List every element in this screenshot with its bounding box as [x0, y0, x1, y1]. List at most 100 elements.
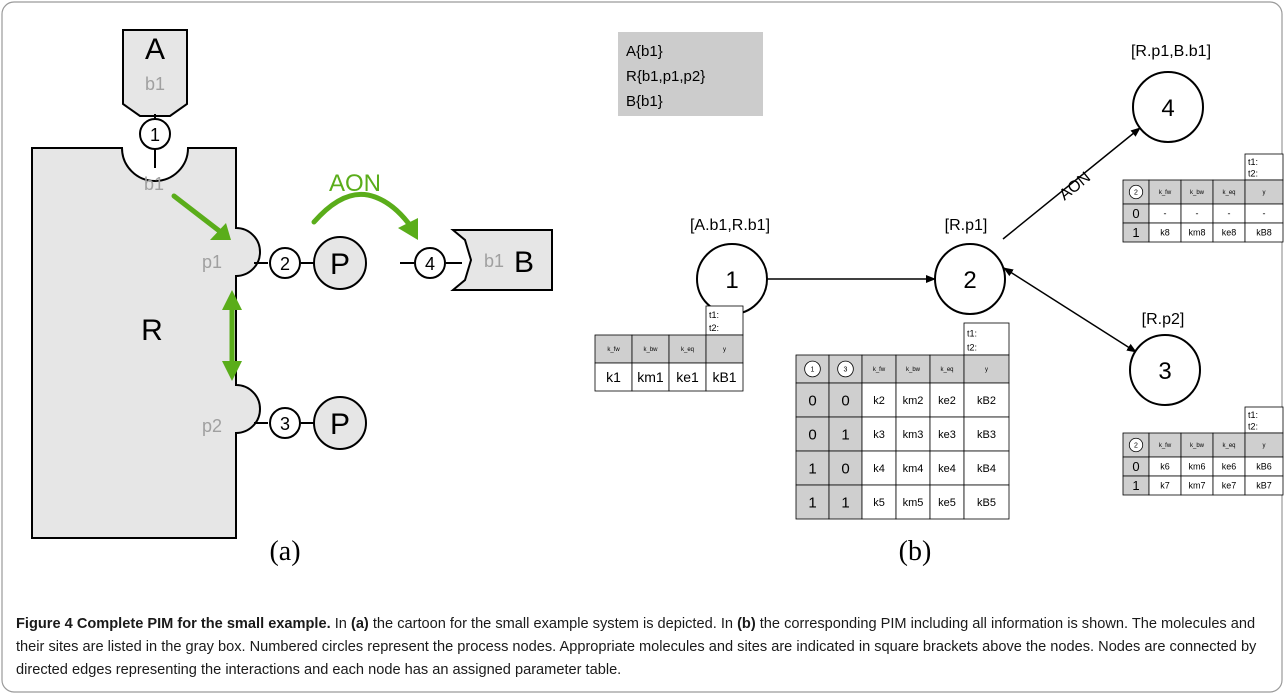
phosphate-p-lower-label: P: [330, 408, 350, 441]
param-value: ke7: [1222, 481, 1237, 491]
process-node-3-label: 3: [1158, 358, 1171, 385]
panel-a-label: (a): [269, 536, 300, 567]
param-value: kB2: [977, 395, 996, 407]
param-value: ke6: [1222, 462, 1237, 472]
process-node-3-circle: [1129, 334, 1201, 406]
cond-value: 1: [808, 494, 816, 511]
cond-node-circle: [804, 360, 821, 378]
molecule-list-item: R{b1,p1,p2}: [626, 68, 705, 85]
site-a-b1-label: b1: [145, 74, 165, 94]
cond-value: 0: [808, 426, 816, 443]
cond-node-label: 1: [811, 367, 815, 374]
param-value: ke3: [938, 429, 956, 441]
molecule-list-item: B{b1}: [626, 93, 663, 110]
param-value: ke4: [938, 463, 956, 475]
cond-value: 0: [1132, 459, 1139, 474]
caption-ref-b: (b): [737, 616, 756, 632]
param-header: k_bw: [1190, 443, 1205, 449]
cartoon-node-3-circle: [269, 407, 301, 439]
param-value: k3: [873, 429, 885, 441]
edge-2-to-3: [1003, 267, 1137, 353]
cond-node-label: 3: [844, 367, 848, 374]
time-label: t1:: [1248, 157, 1258, 167]
param-header: y: [985, 367, 988, 373]
param-value: k2: [873, 395, 885, 407]
param-value: km2: [903, 395, 924, 407]
cond-value: 0: [841, 392, 849, 409]
cartoon-node-4-circle: [414, 247, 446, 279]
cond-value: 1: [841, 426, 849, 443]
param-header: k_fw: [1159, 190, 1172, 196]
time-label: t1:: [1248, 410, 1258, 420]
cond-node-circle: [1128, 184, 1144, 200]
figure-caption: Figure 4 Complete PIM for the small exam…: [16, 613, 1266, 682]
panel-a-cartoon: A b1 R B b1 b1 p1 p2 1 2 P 4 3 P: [31, 29, 553, 567]
param-value: km7: [1188, 481, 1205, 491]
param-header: k_eq: [681, 347, 694, 353]
molecule-b-shape: [450, 229, 553, 291]
process-node-2-sites: [R.p1]: [945, 217, 988, 234]
cond-node-label: 2: [1134, 443, 1138, 450]
process-node-2-circle: [934, 243, 1006, 315]
caption-text: In: [330, 616, 351, 632]
phosphate-p-upper-label: P: [330, 248, 350, 281]
param-value: k6: [1160, 462, 1170, 472]
param-value: ke2: [938, 395, 956, 407]
site-b-b1-label: b1: [484, 251, 504, 271]
molecule-list-box: A{b1} R{b1,p1,p2} B{b1}: [618, 32, 763, 116]
param-header: k_eq: [1222, 443, 1235, 449]
param-value: km6: [1188, 462, 1205, 472]
time-label: t2:: [1248, 168, 1258, 178]
param-header: k_fw: [1159, 443, 1172, 449]
molecule-list-item: A{b1}: [626, 43, 663, 60]
time-label: t2:: [967, 343, 977, 353]
edge-2-to-4-aon: [1002, 127, 1141, 240]
phosphate-p-lower-circle: [313, 396, 367, 450]
param-value: kB1: [712, 369, 736, 385]
param-header: k_eq: [1222, 190, 1235, 196]
param-header: y: [1263, 443, 1266, 449]
cond-value: 1: [1132, 478, 1139, 493]
caption-text: the cartoon for the small example system…: [368, 616, 738, 632]
cond-value: 0: [841, 460, 849, 477]
param-value: kB4: [977, 463, 996, 475]
param-value: km5: [903, 497, 924, 509]
param-value: ke5: [938, 497, 956, 509]
param-value: ke8: [1222, 228, 1237, 238]
process-node-4-circle: [1132, 71, 1204, 143]
molecule-b-label: B: [514, 246, 534, 279]
panel-b-pim: A{b1} R{b1,p1,p2} B{b1} AON 1 [A.b1,R.b1…: [594, 32, 1284, 567]
cond-node-circle: [1128, 437, 1144, 453]
param-value: k1: [606, 369, 621, 385]
cond-node-circle: [837, 360, 854, 378]
cond-value: 0: [1132, 206, 1139, 221]
cond-node-label: 2: [1134, 190, 1138, 197]
param-value: kB8: [1256, 228, 1272, 238]
site-r-p1-label: p1: [202, 252, 222, 272]
cond-value: 1: [1132, 225, 1139, 240]
param-value: kB3: [977, 429, 996, 441]
param-value: -: [1196, 209, 1199, 219]
time-label: t2:: [1248, 421, 1258, 431]
green-arrow-b1-to-p1: [171, 193, 225, 236]
caption-text: the corresponding PIM including all info…: [16, 616, 1257, 678]
param-value: km1: [637, 369, 664, 385]
time-label: t2:: [709, 323, 719, 333]
param-value: ke1: [676, 369, 699, 385]
param-value: -: [1263, 209, 1266, 219]
cond-value: 1: [841, 494, 849, 511]
param-value: k7: [1160, 481, 1170, 491]
process-node-4-label: 4: [1161, 95, 1174, 122]
process-node-2-label: 2: [963, 267, 976, 294]
param-header: k_bw: [906, 367, 921, 373]
cartoon-node-4-label: 4: [425, 254, 435, 274]
cond-value: 0: [808, 392, 816, 409]
aon-label-green: AON: [329, 170, 381, 197]
cartoon-node-3-label: 3: [280, 414, 290, 434]
edge-aon-label: AON: [1056, 169, 1094, 204]
